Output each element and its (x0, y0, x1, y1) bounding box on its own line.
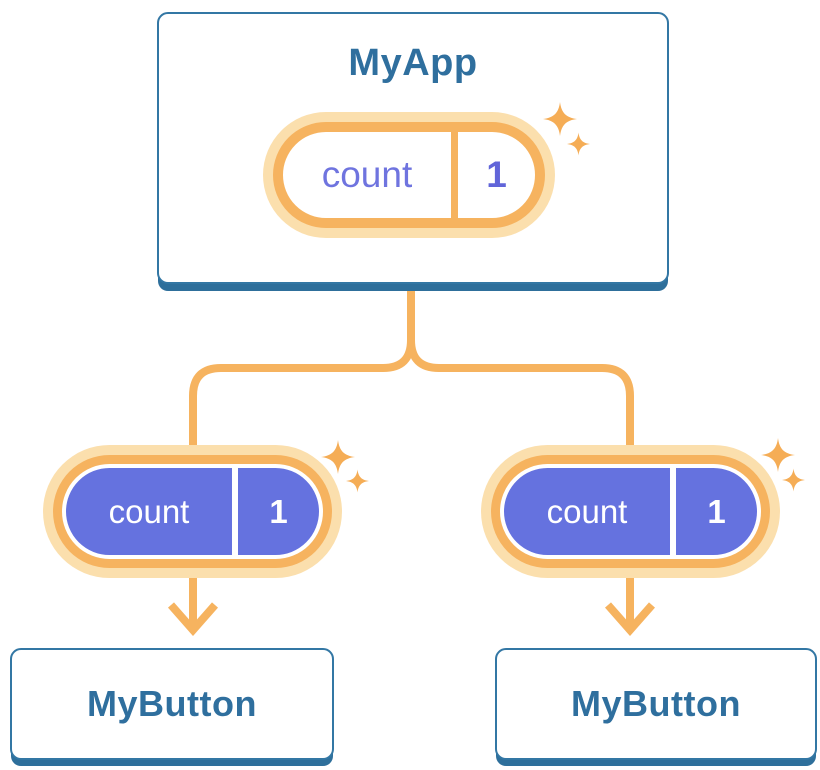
connector-right-branch (407, 286, 634, 446)
prop-value-label: 1 (269, 492, 288, 530)
left-prop-pill: count 1 (62, 464, 323, 559)
sparkle-icon (782, 468, 805, 492)
prop-name-label: count (546, 492, 628, 530)
left-child-card: MyButton (10, 648, 334, 760)
prop-value-label: 1 (707, 492, 726, 530)
arrow-right (604, 577, 656, 637)
pill-divider (451, 132, 458, 218)
right-prop-pill: count 1 (500, 464, 761, 559)
state-value-label: 1 (486, 154, 507, 195)
root-component-title: MyApp (348, 42, 478, 84)
arrow-left (167, 577, 219, 637)
pill-divider (232, 468, 238, 555)
pill-divider (670, 468, 676, 555)
connector-left-branch (189, 286, 415, 446)
sparkle-icon (346, 469, 369, 493)
left-child-title: MyButton (87, 683, 257, 724)
sparkle-icon (567, 132, 590, 156)
state-name-label: count (321, 154, 413, 195)
prop-name-label: count (108, 492, 190, 530)
root-state-pill: count 1 (273, 122, 545, 228)
sparkle-icon (543, 101, 577, 137)
sparkle-icon (321, 439, 355, 475)
sparkle-icon (761, 437, 795, 473)
right-child-card: MyButton (495, 648, 817, 760)
right-child-title: MyButton (571, 683, 741, 724)
root-component-card: MyApp (157, 12, 669, 284)
